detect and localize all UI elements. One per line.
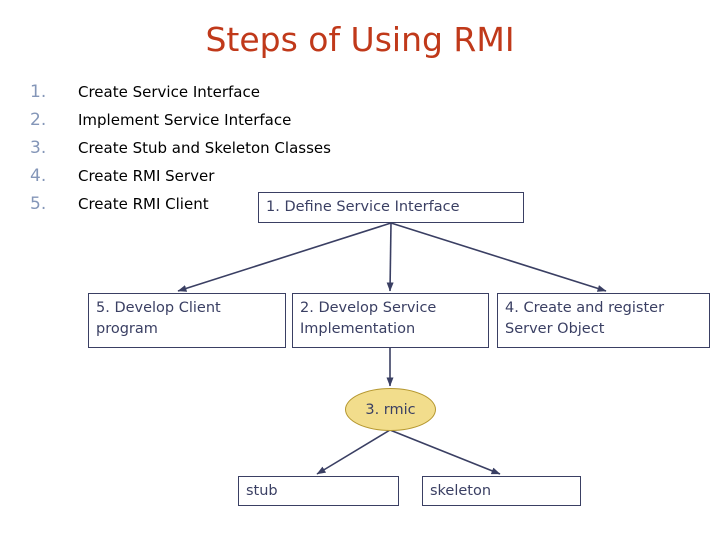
list-item: 4. Create RMI Server [30, 162, 450, 190]
connector-define-to-register [390, 222, 607, 292]
list-item-label: Implement Service Interface [78, 111, 292, 129]
list-item-number: 4. [30, 166, 47, 186]
node-rmic[interactable]: 3. rmic [345, 388, 436, 431]
list-item: 1. Create Service Interface [30, 78, 450, 106]
connector-define-to-client [177, 222, 392, 292]
node-develop-client-program[interactable]: 5. Develop Client program [88, 293, 286, 348]
list-item-label: Create Stub and Skeleton Classes [78, 139, 331, 157]
list-item-number: 1. [30, 82, 47, 102]
node-create-and-register-server-object[interactable]: 4. Create and register Server Object [497, 293, 710, 348]
node-define-service-interface[interactable]: 1. Define Service Interface [258, 192, 524, 223]
list-item-number: 2. [30, 110, 47, 130]
list-item: 2. Implement Service Interface [30, 106, 450, 134]
connector-rmic-to-stub [316, 429, 391, 475]
connector-rmic-to-skeleton [389, 429, 501, 475]
list-item: 5. Create RMI Client [30, 190, 450, 218]
list-item: 3. Create Stub and Skeleton Classes [30, 134, 450, 162]
node-develop-service-implementation[interactable]: 2. Develop Service Implementation [292, 293, 489, 348]
list-item-number: 5. [30, 194, 47, 214]
list-item-label: Create RMI Client [78, 195, 209, 213]
node-skeleton[interactable]: skeleton [422, 476, 581, 506]
list-item-label: Create RMI Server [78, 167, 215, 185]
list-item-number: 3. [30, 138, 47, 158]
steps-list: 1. Create Service Interface 2. Implement… [30, 78, 450, 218]
node-stub[interactable]: stub [238, 476, 399, 506]
connector-define-to-service [386, 222, 394, 292]
page-title: Steps of Using RMI [205, 20, 515, 59]
list-item-label: Create Service Interface [78, 83, 260, 101]
